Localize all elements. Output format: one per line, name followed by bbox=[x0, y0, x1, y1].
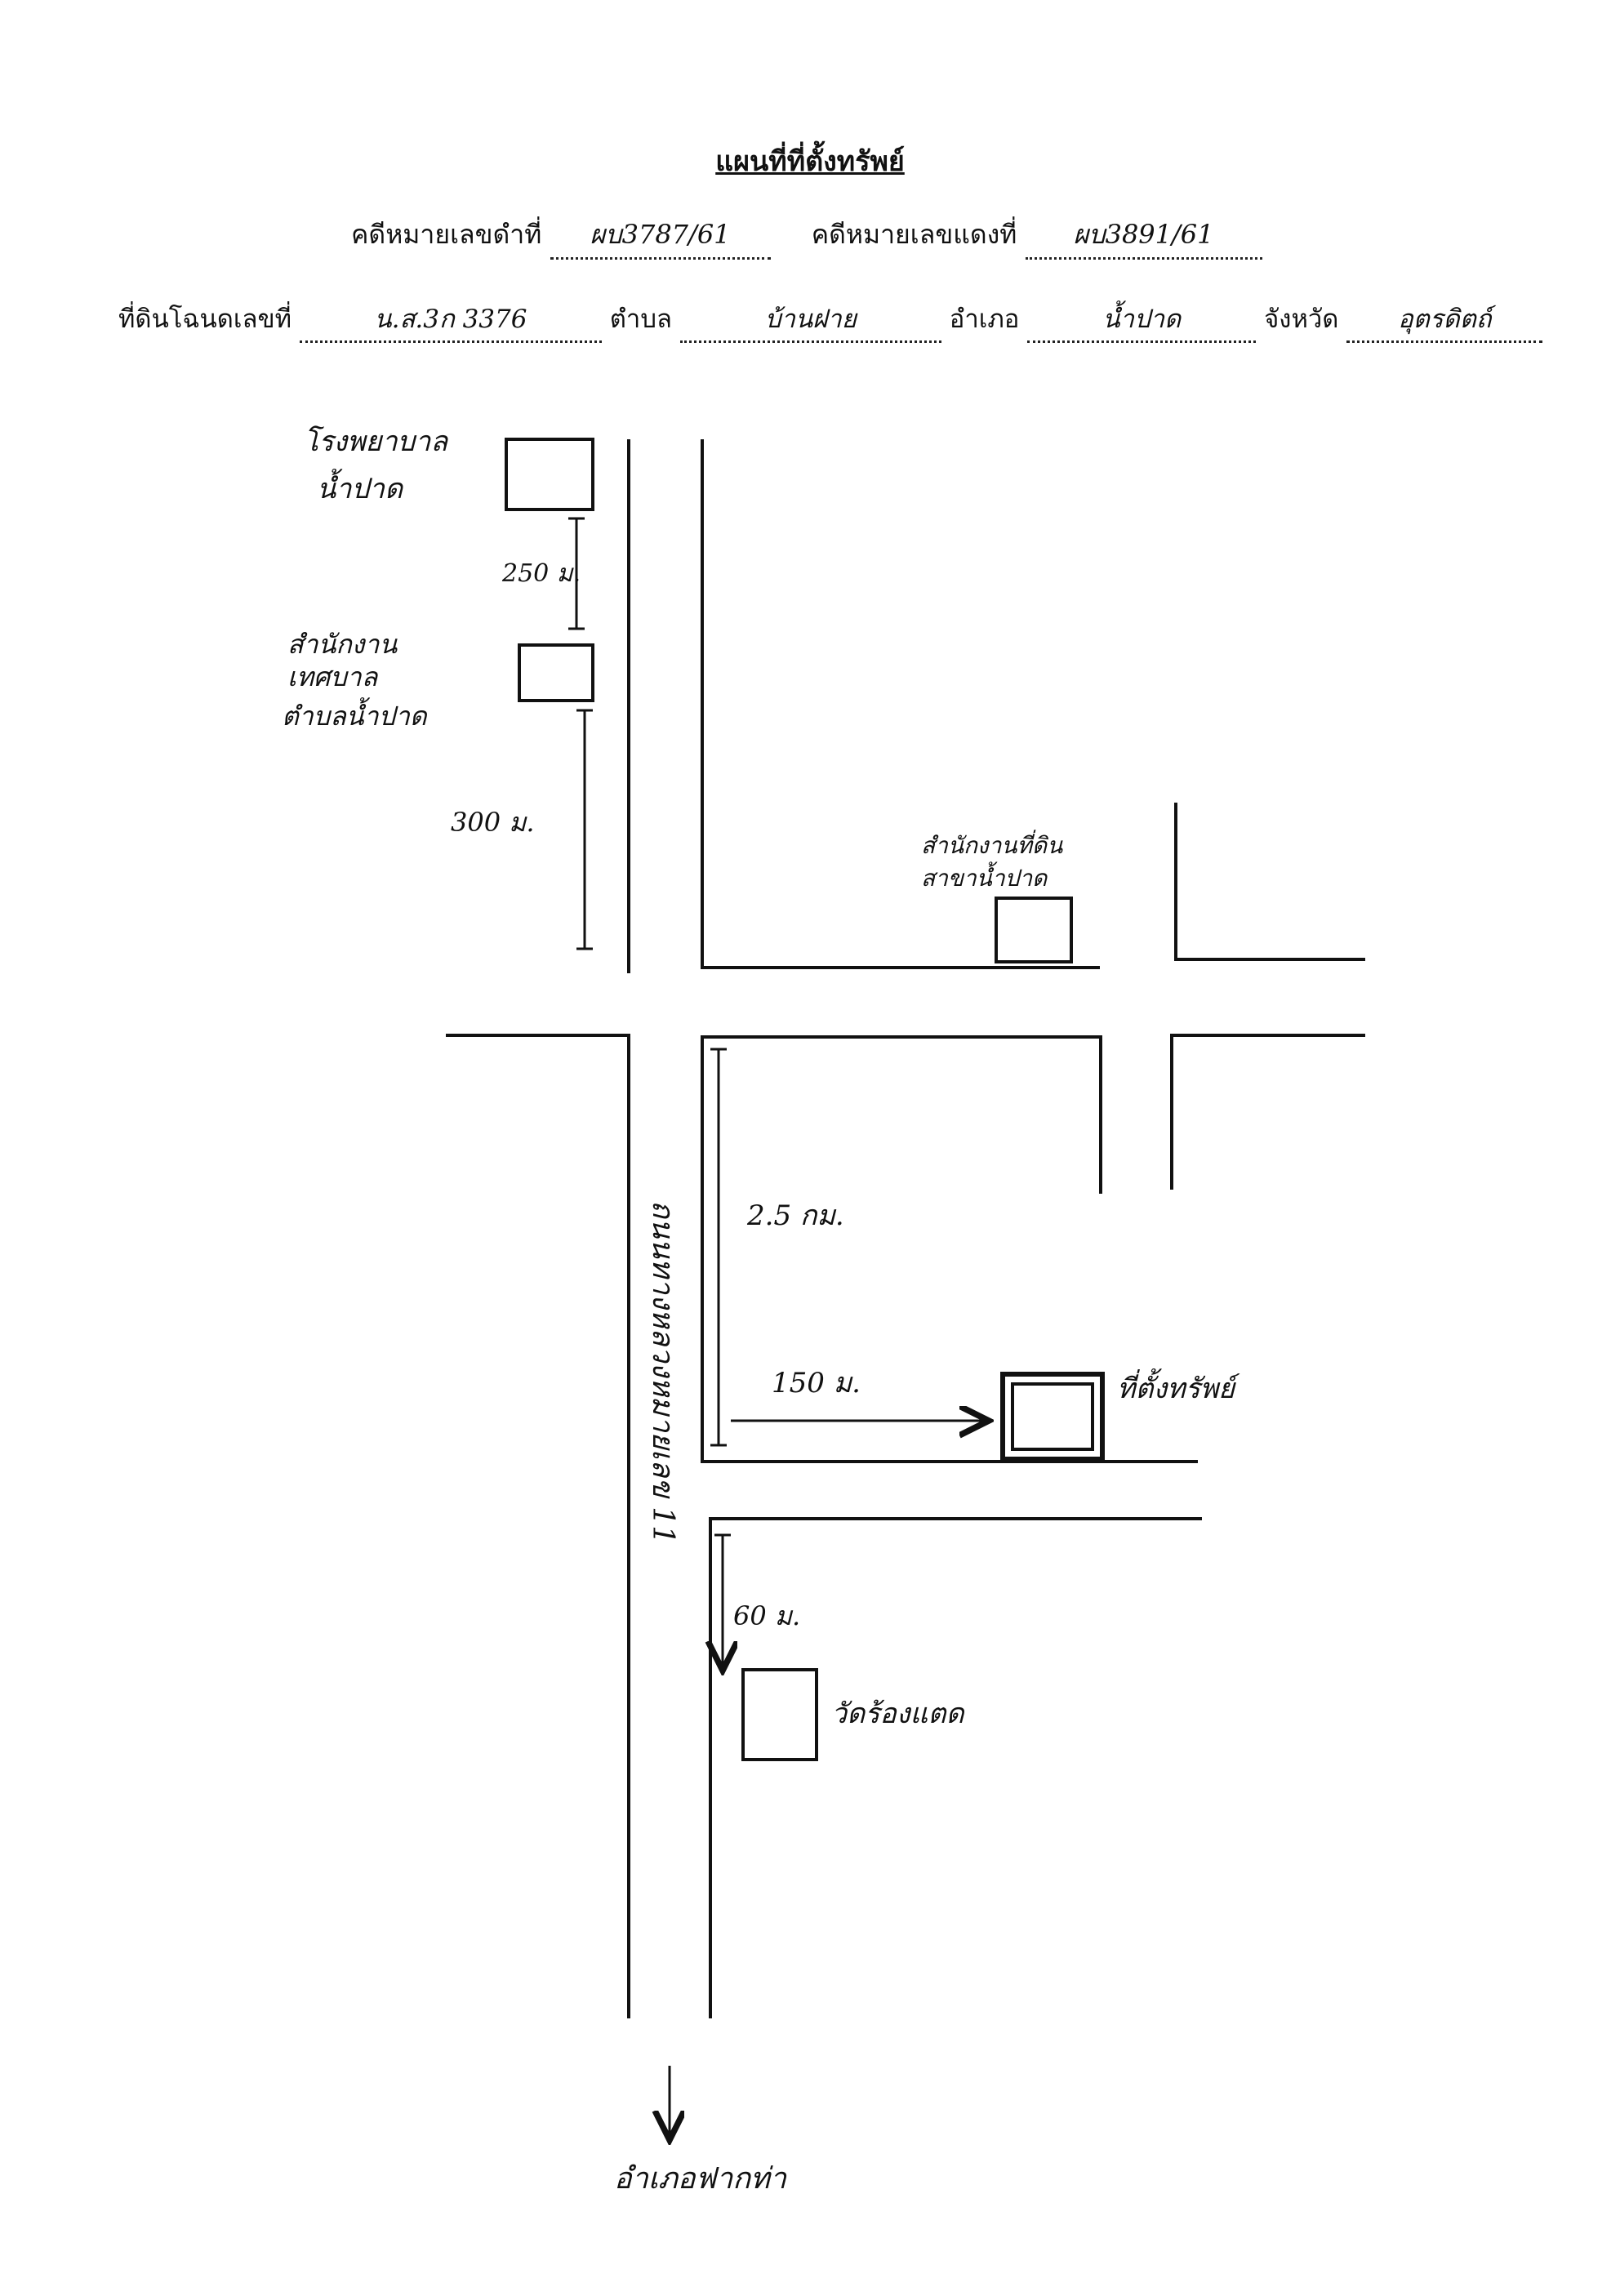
land-office-label-1: สำนักงานที่ดิน bbox=[921, 830, 1063, 859]
district-label: อำเภอ bbox=[949, 305, 1020, 334]
dist-office-junction: 300 ม. bbox=[451, 807, 535, 838]
property-building bbox=[1000, 1372, 1105, 1462]
land-office-building bbox=[995, 897, 1073, 963]
case-number-line: คดีหมายเลขดำที่ ผบ3787/61 คดีหมายเลขแดงท… bbox=[351, 214, 1262, 260]
document-header: แผนที่ที่ตั้งทรัพย์ คดีหมายเลขดำที่ ผบ37… bbox=[0, 0, 1620, 343]
side-road bbox=[701, 1460, 1202, 1520]
road-name-label: ถนนทางหลวงหมายเลข 11 bbox=[646, 1200, 679, 1544]
temple-label: วัดร้องแตด bbox=[831, 1698, 965, 1730]
direction-label: อำเภอฟากท่า bbox=[614, 2162, 788, 2196]
red-case-label: คดีหมายเลขแดงที่ bbox=[811, 219, 1017, 250]
dimension-hospital-office bbox=[568, 517, 585, 630]
deed-label: ที่ดินโฉนดเลขที่ bbox=[118, 305, 292, 334]
district-value: น้ำปาด bbox=[1027, 298, 1257, 343]
dist-to-property: 150 ม. bbox=[772, 1367, 861, 1399]
red-case-value: ผบ3891/61 bbox=[1025, 214, 1262, 260]
black-case-label: คดีหมายเลขดำที่ bbox=[351, 219, 542, 250]
office-label-3: ตำบลน้ำปาด bbox=[282, 697, 429, 732]
subdistrict-value: บ้านฝาย bbox=[679, 298, 941, 343]
deed-value: น.ส.3ก 3376 bbox=[299, 298, 602, 343]
dimension-temple bbox=[714, 1533, 731, 1666]
dimension-office-junction bbox=[576, 709, 593, 950]
property-label: ที่ตั้งทรัพย์ bbox=[1117, 1368, 1240, 1405]
subdistrict-label: ตำบล bbox=[609, 305, 673, 334]
black-case-value: ผบ3787/61 bbox=[550, 214, 771, 260]
hospital-label-2: น้ำปาด bbox=[317, 468, 404, 505]
municipal-office-building bbox=[518, 643, 594, 702]
land-deed-line: ที่ดินโฉนดเลขที่ น.ส.3ก 3376 ตำบล บ้านฝา… bbox=[118, 298, 1543, 343]
dist-main-road: 2.5 กม. bbox=[746, 1199, 844, 1232]
hospital-building bbox=[505, 438, 594, 511]
dist-hospital-office: 250 ม. bbox=[501, 559, 581, 588]
office-label-1: สำนักงาน bbox=[287, 629, 398, 660]
temple-building bbox=[741, 1668, 818, 1761]
hospital-label-1: โรงพยาบาล bbox=[304, 425, 449, 458]
dimension-main-road bbox=[710, 1048, 727, 1447]
land-office-label-2: สาขาน้ำปาด bbox=[921, 861, 1048, 892]
main-road bbox=[627, 439, 712, 2018]
province-label: จังหวัด bbox=[1264, 305, 1339, 334]
province-value: อุตรดิตถ์ bbox=[1346, 298, 1543, 343]
page-title: แผนที่ที่ตั้งทรัพย์ bbox=[715, 145, 905, 178]
office-label-2: เทศบาล bbox=[287, 661, 379, 692]
dist-temple: 60 ม. bbox=[733, 1600, 800, 1631]
upper-cross-road bbox=[446, 803, 1365, 1194]
